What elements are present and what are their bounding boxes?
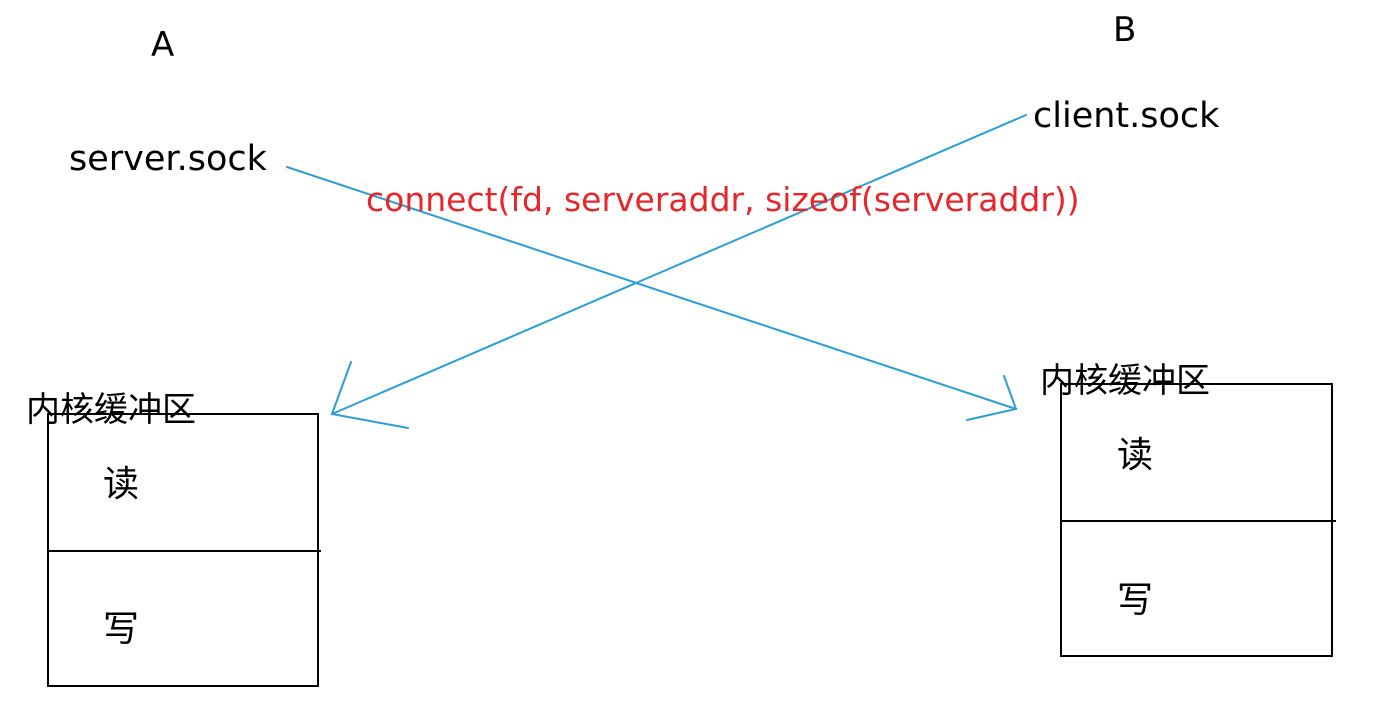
server-sock-label: server.sock: [69, 139, 267, 179]
right-buffer-write-label: 写: [1117, 580, 1154, 621]
client-sock-label: client.sock: [1033, 96, 1220, 136]
server-to-right-buffer-arrowhead: [966, 375, 1018, 421]
host-a-label: A: [151, 25, 175, 65]
right-kernel-buffer-title: 内核缓冲区: [1040, 361, 1210, 401]
host-b-label: B: [1113, 10, 1137, 50]
right-buffer-divider: [1060, 520, 1336, 522]
client-to-left-buffer-arrowhead: [330, 361, 409, 429]
left-buffer-write-label: 写: [103, 609, 140, 650]
right-buffer-read-label: 读: [1117, 435, 1154, 476]
left-buffer-divider: [47, 550, 321, 552]
left-kernel-buffer-title: 内核缓冲区: [26, 390, 196, 430]
left-buffer-read-label: 读: [103, 464, 140, 505]
connect-call-annotation: connect(fd, serveraddr, sizeof(serveradd…: [366, 180, 1080, 219]
server-to-right-buffer-arrow: [286, 166, 1017, 410]
client-to-left-buffer-arrow: [331, 114, 1027, 415]
